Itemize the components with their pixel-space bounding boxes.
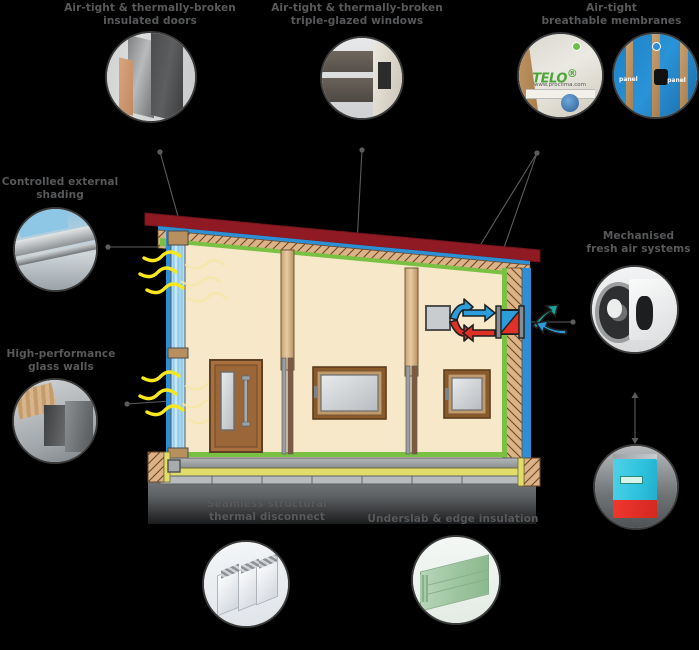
callout-label-external-shading: Controlled external shading bbox=[0, 176, 120, 201]
thermal-break-connector bbox=[167, 459, 181, 473]
edge-insulation-right bbox=[523, 457, 541, 487]
column-left bbox=[280, 249, 295, 455]
callout-line2: breathable membranes bbox=[541, 14, 682, 27]
airflow-outdoor bbox=[531, 304, 567, 335]
glass-sill-transom bbox=[167, 447, 189, 459]
callout-photo-underslab-insulation[interactable] bbox=[411, 535, 501, 625]
duct-extract-arrow bbox=[461, 323, 496, 343]
callout-photo-thermal-disconnect[interactable] bbox=[202, 540, 290, 628]
callout-line1: Seamless structural bbox=[207, 498, 327, 510]
glass-head-transom bbox=[167, 230, 189, 246]
callout-photo-insulated-doors[interactable] bbox=[105, 31, 197, 123]
slab-blinding bbox=[159, 475, 537, 485]
slab-assembly bbox=[147, 451, 541, 487]
callout-label-insulated-doors: Air-tight & thermally-broken insulated d… bbox=[60, 2, 240, 27]
callout-line1: Mechanised bbox=[602, 230, 675, 242]
callout-photo-external-shading[interactable] bbox=[13, 207, 98, 292]
callout-line1: Air-tight bbox=[586, 2, 637, 14]
right-wall-insulation bbox=[505, 267, 523, 461]
callout-label-thermal-disconnect: Seamless structural thermal disconnect bbox=[172, 498, 362, 523]
callout-photo-breathable-membrane[interactable]: TELO® www.proclima.com bbox=[517, 32, 604, 119]
underslab-insulation-band bbox=[159, 467, 537, 477]
callout-line1: Air-tight & thermally-broken bbox=[64, 2, 236, 14]
window-small bbox=[443, 369, 491, 419]
callout-line2: glass walls bbox=[28, 360, 94, 373]
callout-label-triple-glazed-windows: Air-tight & thermally-broken triple-glaz… bbox=[267, 2, 447, 27]
callout-line1: Underslab & edge insulation bbox=[367, 513, 539, 525]
callout-photo-mvhr-unit[interactable] bbox=[590, 265, 679, 354]
callout-line2: shading bbox=[36, 188, 84, 201]
callout-photo-triple-glazed-windows[interactable] bbox=[320, 36, 404, 120]
left-wall-membrane bbox=[166, 228, 172, 460]
duct-supply-arrow bbox=[462, 303, 497, 323]
window-large bbox=[312, 366, 387, 420]
callout-photo-glass-walls[interactable] bbox=[12, 378, 98, 464]
callout-label-breathable-membranes: Air-tight breathable membranes bbox=[524, 2, 699, 27]
airflow-duct bbox=[461, 303, 497, 343]
edge-insulation-left bbox=[147, 451, 165, 483]
callout-line1: Air-tight & thermally-broken bbox=[271, 2, 443, 14]
wall-vent-terminal bbox=[495, 305, 525, 339]
entry-door bbox=[209, 359, 263, 453]
callout-label-underslab-insulation: Underslab & edge insulation bbox=[338, 513, 568, 526]
intake-in-arrow bbox=[534, 319, 567, 335]
boiler-connector-line bbox=[631, 392, 639, 444]
callout-line2: triple-glazed windows bbox=[290, 14, 424, 27]
sun-rays-upper bbox=[138, 250, 185, 295]
floor-airtight-line bbox=[185, 452, 502, 457]
right-wall-airtight bbox=[502, 268, 507, 460]
callout-line2: insulated doors bbox=[103, 14, 197, 27]
green-dot-icon bbox=[572, 42, 581, 51]
interior-fill bbox=[185, 243, 502, 458]
glass-mid-transom bbox=[167, 347, 189, 359]
sun-rays-lower bbox=[138, 370, 185, 417]
callout-line2: thermal disconnect bbox=[209, 510, 325, 523]
callout-line1: High-performance bbox=[6, 348, 116, 360]
blue-dot-icon bbox=[652, 42, 661, 51]
column-right bbox=[404, 267, 419, 455]
callout-line1: Controlled external bbox=[1, 176, 119, 188]
callout-label-fresh-air-systems: Mechanised fresh air systems bbox=[578, 230, 699, 255]
mvhr-unit bbox=[425, 305, 451, 331]
roof-cap bbox=[144, 212, 541, 263]
callout-line2: fresh air systems bbox=[586, 242, 691, 255]
callout-label-glass-walls: High-performance glass walls bbox=[0, 348, 122, 373]
callout-photo-boiler-unit[interactable] bbox=[593, 444, 679, 530]
concrete-slab bbox=[159, 457, 537, 469]
